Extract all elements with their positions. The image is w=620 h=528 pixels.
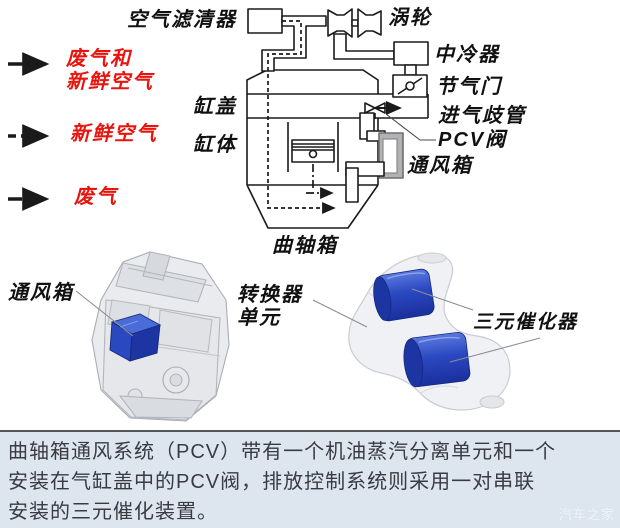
legend-arrows: [8, 52, 50, 211]
label-turbo: 涡轮: [388, 7, 432, 29]
catalyst-leader-lower: [449, 337, 541, 363]
crankcase-outline: [246, 184, 379, 229]
label-converter-unit: 转换器 单元: [237, 284, 303, 329]
flow-lines: [267, 20, 336, 214]
piston-assembly: [287, 122, 339, 172]
legend-label-exhaust: 废气: [74, 186, 118, 208]
throttle-box: [392, 74, 428, 98]
pcv-valve-symbol: [364, 101, 402, 119]
fresh-air-dashed-line: [267, 20, 336, 214]
label-engine-vent-box: 通风箱: [8, 282, 74, 304]
intercooler-to-throttle-pipe: [404, 64, 417, 76]
engine-vent-box-highlight: [109, 313, 162, 362]
pcv-label-pointer: [385, 113, 436, 141]
blowby-pipe-vertical: [345, 167, 359, 203]
caption-line-2: 安装在气缸盖中的PCV阀，排放控制系统则采用一对串联: [8, 471, 536, 493]
turbine-wheel: [357, 8, 382, 38]
catalyst-leader-upper: [411, 288, 474, 311]
catalyst-photo: [312, 252, 541, 411]
converter-unit-leader: [312, 299, 368, 328]
watermark-autohome: 汽车之家: [558, 507, 615, 522]
engine-photo: [75, 251, 230, 422]
caption-panel: 曲轴箱通风系统（PCV）带有一个机油蒸汽分离单元和一个 安装在气缸盖中的PCV阀…: [0, 430, 620, 528]
intercooler-box: [393, 41, 429, 66]
label-cylinder-block: 缸体: [193, 134, 237, 156]
air-filter-box: [247, 8, 283, 34]
boost-pipe: [333, 33, 395, 60]
turbocharger-symbol: [327, 8, 382, 38]
label-three-way-catalyst: 三元催化器: [473, 312, 579, 333]
caption-line-3: 安装的三元催化装置。: [8, 501, 218, 523]
label-intake-manifold: 进气歧管: [438, 105, 526, 127]
diagram-canvas: [8, 8, 541, 422]
lower-catalyst-cylinder: [403, 332, 471, 388]
label-pcv-valve: PCV阀: [438, 129, 508, 151]
pcv-schematic: [246, 8, 429, 229]
legend-label-fresh-air: 新鲜空气: [70, 123, 158, 145]
intake-pipe: [261, 15, 327, 72]
label-throttle: 节气门: [436, 76, 502, 98]
label-crankcase: 曲轴箱: [272, 235, 338, 257]
engine-vent-box-leader: [75, 290, 134, 337]
label-air-filter: 空气滤清器: [127, 9, 237, 31]
upper-catalyst-cylinder: [373, 268, 435, 322]
label-intercooler: 中冷器: [434, 44, 500, 66]
label-vent-box: 通风箱: [407, 155, 473, 177]
compressor-wheel: [327, 8, 353, 38]
label-cylinder-head: 缸盖: [193, 96, 237, 118]
caption-line-1: 曲轴箱通风系统（PCV）带有一个机油蒸汽分离单元和一个: [8, 441, 557, 463]
legend-label-exhaust-and-fresh-air: 废气和 新鲜空气: [66, 48, 154, 93]
